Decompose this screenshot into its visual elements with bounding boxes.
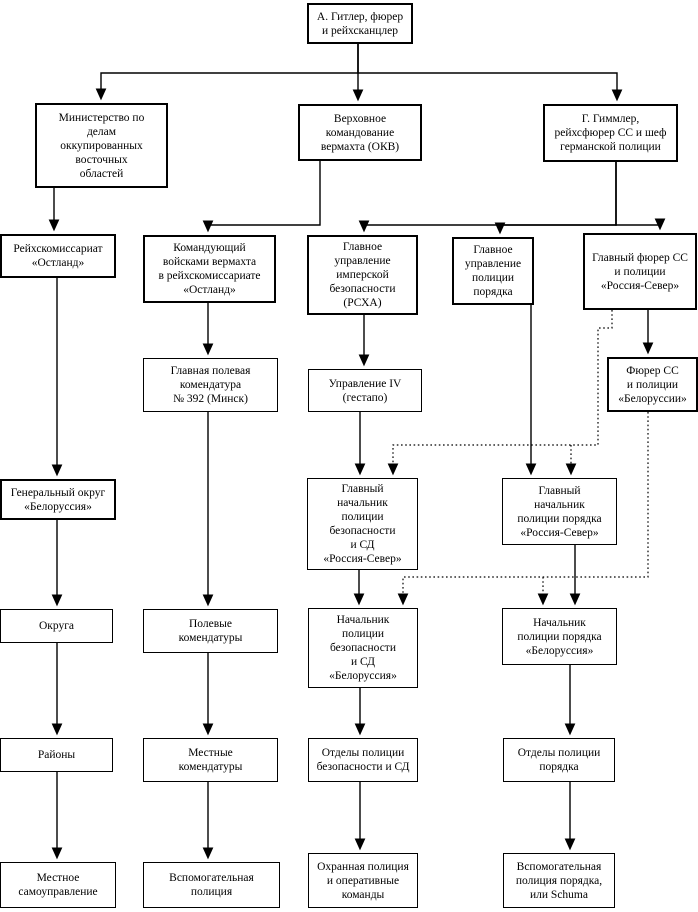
node-schuma: Вспомогательная полиция порядка, или Sch… xyxy=(503,853,615,908)
node-okruga: Округа xyxy=(0,609,113,643)
node-otdely-orpo: Отделы полиции порядка xyxy=(503,738,615,782)
node-otdely-sipo: Отделы полиции безопасности и СД xyxy=(308,738,418,782)
edge-himmler-hsspf xyxy=(615,162,666,231)
node-orpo-chief-bel: Начальник полиции порядка «Белоруссия» xyxy=(502,608,617,665)
node-commander: Командующий войсками вермахта в рейхском… xyxy=(143,235,276,303)
node-mestnye: Местные комендатуры xyxy=(143,738,278,782)
edge-hitler-ministry xyxy=(95,44,359,101)
node-rsha: Главное управление имперской безопасност… xyxy=(307,235,418,315)
node-hitler: А. Гитлер, фюрер и рейхсканцлер xyxy=(307,3,413,44)
node-orpo-chief-rn: Главный начальник полиции порядка «Росси… xyxy=(502,478,617,545)
node-hsspf: Главный фюрер СС и полиции «Россия-Север… xyxy=(583,233,697,310)
edge-himmler-orpo-main xyxy=(494,162,617,235)
node-feldkom: Главная полевая комендатура № 392 (Минск… xyxy=(143,358,278,412)
node-ostland: Рейхскомиссариат «Остланд» xyxy=(0,234,116,278)
edge-himmler-rsha xyxy=(358,162,617,233)
node-sipo-chief-bel: Начальник полиции безопасности и СД «Бел… xyxy=(308,608,418,688)
edge-hsspf-sipo-chief-rn-dotted xyxy=(387,310,613,476)
node-okw: Верховное командование вермахта (ОКВ) xyxy=(298,104,422,161)
node-samoupr: Местное самоуправление xyxy=(0,862,116,908)
edge-okw-commander xyxy=(202,161,321,233)
node-polevye: Полевые комендатуры xyxy=(143,609,278,653)
node-genbezirk: Генеральный округ «Белоруссия» xyxy=(0,479,116,520)
node-orpo-main: Главное управление полиции порядка xyxy=(452,237,534,305)
node-fuehrer-bel: Фюрер СС и полиции «Белоруссии» xyxy=(607,357,698,412)
node-raiony: Районы xyxy=(0,738,113,772)
node-vspom: Вспомогательная полиция xyxy=(143,862,280,908)
node-okhran: Охранная полиция и оперативные команды xyxy=(308,853,418,908)
node-ministry: Министерство по делам оккупированных вос… xyxy=(35,103,168,188)
node-sipo-chief-rn: Главный начальник полиции безопасности и… xyxy=(307,478,418,570)
node-gestapo: Управление IV (гестапо) xyxy=(308,369,422,412)
node-himmler: Г. Гиммлер, рейхсфюрер СС и шеф германск… xyxy=(543,104,678,162)
edge-hitler-himmler xyxy=(357,44,623,102)
